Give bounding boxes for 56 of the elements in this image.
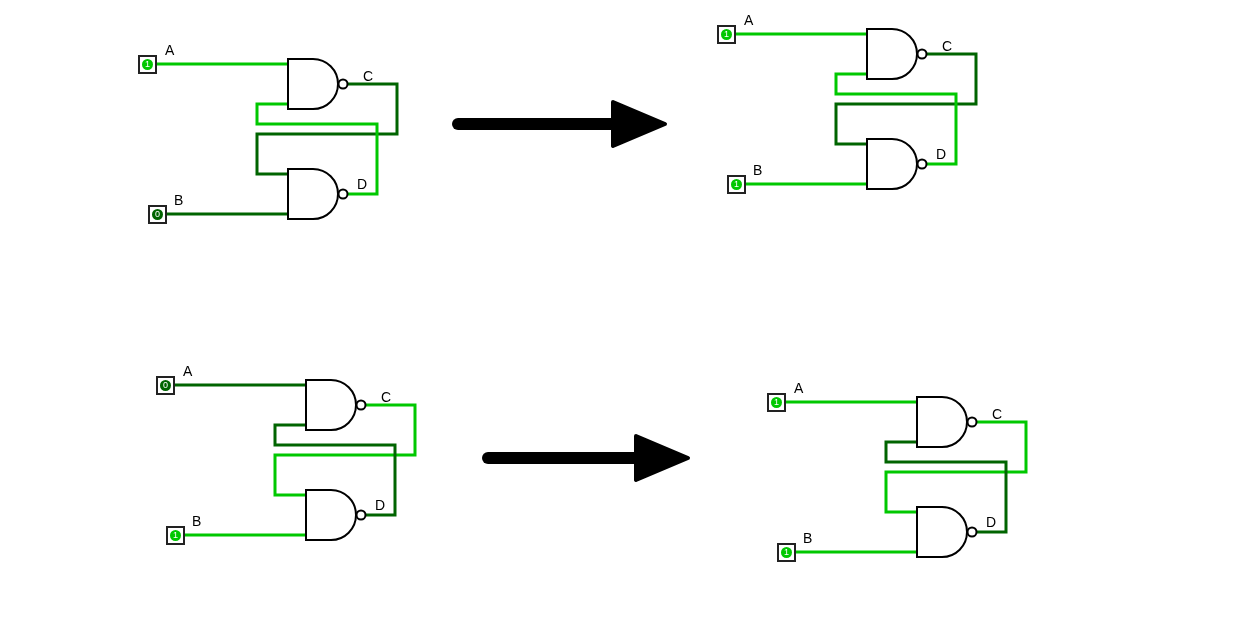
wire [255, 82, 399, 176]
pin-value: 1 [721, 29, 732, 40]
wire [157, 62, 288, 66]
input-pin [148, 205, 167, 224]
signal-label: A [794, 381, 804, 395]
signal-label: C [992, 407, 1003, 421]
signal-label: B [174, 193, 184, 207]
input-pin [727, 175, 746, 194]
signal-label: A [183, 364, 193, 378]
wire [185, 533, 306, 537]
nand-gate-symbol [288, 169, 348, 219]
signal-label: A [165, 43, 175, 57]
pin-value: 0 [152, 209, 163, 220]
nand-gate-symbol [867, 139, 927, 189]
input-pin [717, 25, 736, 44]
signal-label: D [936, 147, 947, 161]
wire [255, 102, 379, 196]
wire [273, 423, 397, 517]
input-pin [777, 543, 796, 562]
wire [834, 52, 978, 146]
input-pin [166, 526, 185, 545]
signal-label: D [986, 515, 997, 529]
wire [796, 550, 917, 554]
wire [884, 440, 1008, 534]
signal-label: C [942, 39, 953, 53]
signal-label: B [803, 531, 813, 545]
input-pin [156, 376, 175, 395]
signal-label: D [375, 498, 386, 512]
signal-label: B [192, 514, 202, 528]
nand-gate-symbol [917, 397, 977, 447]
pin-value: 1 [771, 397, 782, 408]
wire [736, 32, 867, 36]
signal-label: C [363, 69, 374, 83]
nand-gate-symbol [867, 29, 927, 79]
nand-gate-symbol [306, 490, 366, 540]
wire [746, 182, 867, 186]
nand-gate-symbol [306, 380, 366, 430]
input-pin [767, 393, 786, 412]
signal-label: C [381, 390, 392, 404]
pin-value: 1 [731, 179, 742, 190]
input-pin [138, 55, 157, 74]
pin-value: 1 [781, 547, 792, 558]
pin-value: 1 [142, 59, 153, 70]
nand-gate-symbol [288, 59, 348, 109]
wire [834, 72, 958, 166]
wire [273, 403, 417, 497]
signal-label: B [753, 163, 763, 177]
signal-label: A [744, 13, 754, 27]
signal-label: D [357, 177, 368, 191]
pin-value: 1 [170, 530, 181, 541]
nand-gate-symbol [917, 507, 977, 557]
pin-value: 0 [160, 380, 171, 391]
wire [167, 212, 288, 216]
wire [786, 400, 917, 404]
wire [175, 383, 306, 387]
wire [884, 420, 1028, 514]
